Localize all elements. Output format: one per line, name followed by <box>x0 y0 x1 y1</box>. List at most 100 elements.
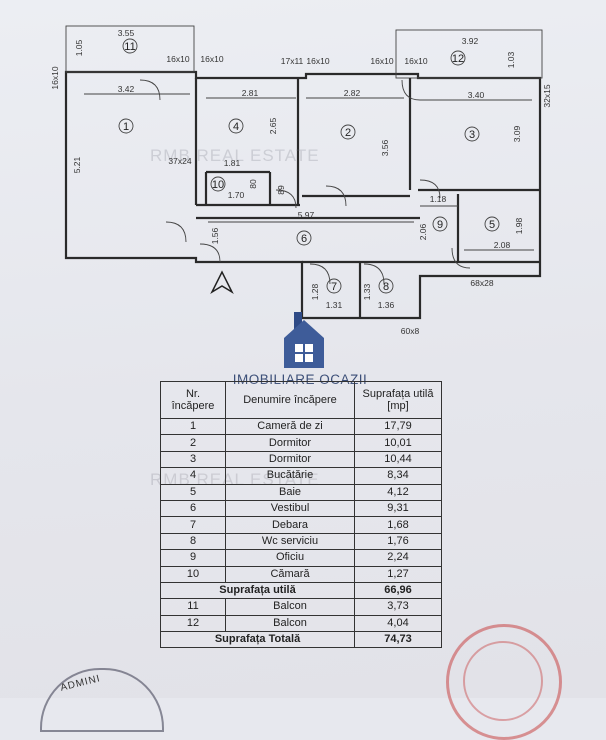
dimension-lines <box>84 93 534 251</box>
subtotal-label: Suprafața utilă <box>160 581 355 600</box>
room-dimension: 1.18 <box>430 194 447 204</box>
opening-label: 60x8 <box>401 326 420 336</box>
door-arc <box>363 263 385 285</box>
room-number: 1 <box>123 121 129 133</box>
total-row: Suprafața Totală 74,73 <box>160 631 442 649</box>
red-seal-stamp <box>446 624 562 740</box>
room-dimension: 3.09 <box>512 125 522 142</box>
cell-nr: 10 <box>160 565 226 583</box>
door-arc <box>419 179 441 199</box>
opening-label: 16x10 <box>50 66 60 89</box>
cell-den: Vestibul <box>225 499 355 518</box>
header-denumire: Denumire încăpere <box>225 381 355 419</box>
cell-surf: 4,04 <box>354 614 442 633</box>
cell-surf: 1,27 <box>354 565 442 583</box>
north-arrow-icon <box>210 270 234 294</box>
opening-label: 68x28 <box>470 278 493 288</box>
room-dimension: 1.56 <box>210 227 220 244</box>
room-dimension: 1.36 <box>378 300 395 310</box>
room-dimension: 1.70 <box>228 190 245 200</box>
house-logo-icon <box>284 312 324 368</box>
cell-nr: 1 <box>160 417 226 436</box>
room-number: 11 <box>124 41 135 53</box>
room-dimension: 1.05 <box>74 39 84 56</box>
room-number: 2 <box>345 127 351 139</box>
floor-plan: 1 2 3 4 5 6 7 8 9 10 11 12 3.42 5.21 2.8… <box>50 25 552 336</box>
opening-label: 17x11 <box>281 56 304 66</box>
cell-den: Balcon <box>225 614 355 633</box>
room-dimension: 3.92 <box>462 36 479 46</box>
room-dimension: 2.82 <box>344 88 361 98</box>
room-dimension: 2.08 <box>494 240 511 250</box>
cell-nr: 12 <box>160 614 226 633</box>
table-header-row: Nr. încăpere Denumire încăpere Suprafața… <box>160 381 442 419</box>
room-marker <box>432 216 448 232</box>
cell-nr: 11 <box>160 598 226 616</box>
cell-surf: 10,44 <box>354 450 442 469</box>
cell-surf: 9,31 <box>354 499 442 518</box>
dimension-label: 1.81 <box>224 158 241 168</box>
room-dimension: 1.33 <box>362 283 372 300</box>
room-number: 7 <box>331 281 337 293</box>
cell-den: Wc serviciu <box>225 532 355 551</box>
room-marker <box>378 278 394 294</box>
room-marker <box>340 124 356 140</box>
cell-nr: 9 <box>160 549 226 567</box>
balcony-11 <box>65 25 195 73</box>
room-number: 3 <box>469 129 475 141</box>
room-dimension: 1.31 <box>326 300 343 310</box>
cell-nr: 2 <box>160 434 226 452</box>
room-dimension: 3.55 <box>118 28 135 38</box>
door-arc <box>275 189 297 209</box>
room-dimension: 1.03 <box>506 51 516 68</box>
room-marker <box>210 176 226 192</box>
total-label: Suprafața Totală <box>160 631 355 649</box>
cell-nr: 3 <box>160 450 226 469</box>
room-dimension: 2.65 <box>268 117 278 134</box>
admin-stamp <box>40 668 164 732</box>
door-arc <box>165 221 187 243</box>
cell-surf: 3,73 <box>354 598 442 616</box>
room-marker <box>228 118 244 134</box>
cell-nr: 4 <box>160 467 226 485</box>
balcony-12 <box>395 29 543 79</box>
opening-label: 16x10 <box>306 56 329 66</box>
cell-surf: 10,01 <box>354 434 442 452</box>
room-number: 4 <box>233 121 239 133</box>
room-dimension: 2.06 <box>418 223 428 240</box>
cell-nr: 8 <box>160 532 226 551</box>
room-marker <box>450 50 466 66</box>
room-marker <box>326 278 342 294</box>
door-arc <box>325 185 347 207</box>
cell-den: Balcon <box>225 598 355 616</box>
watermark: RMB REAL ESTATE <box>150 146 320 165</box>
room-dimension: 3.40 <box>468 90 485 100</box>
opening-label: 16x10 <box>166 54 189 64</box>
subtotal-value: 66,96 <box>354 581 442 600</box>
total-value: 74,73 <box>354 631 442 649</box>
cell-den: Oficiu <box>225 549 355 567</box>
room-marker <box>118 118 134 134</box>
room-number: 9 <box>437 219 443 231</box>
opening-label: 32x15 <box>542 84 552 107</box>
room-dimension: 3.56 <box>380 139 390 156</box>
room-dimension: 2.81 <box>242 88 259 98</box>
outer-wall <box>64 70 542 320</box>
room-number: 8 <box>383 281 389 293</box>
opening-label: 16x10 <box>370 56 393 66</box>
cell-den: Baie <box>225 483 355 501</box>
room-dimension: 5.21 <box>72 156 82 173</box>
room-number: 5 <box>489 219 495 231</box>
cell-nr: 5 <box>160 483 226 501</box>
cell-den: Cămară <box>225 565 355 583</box>
